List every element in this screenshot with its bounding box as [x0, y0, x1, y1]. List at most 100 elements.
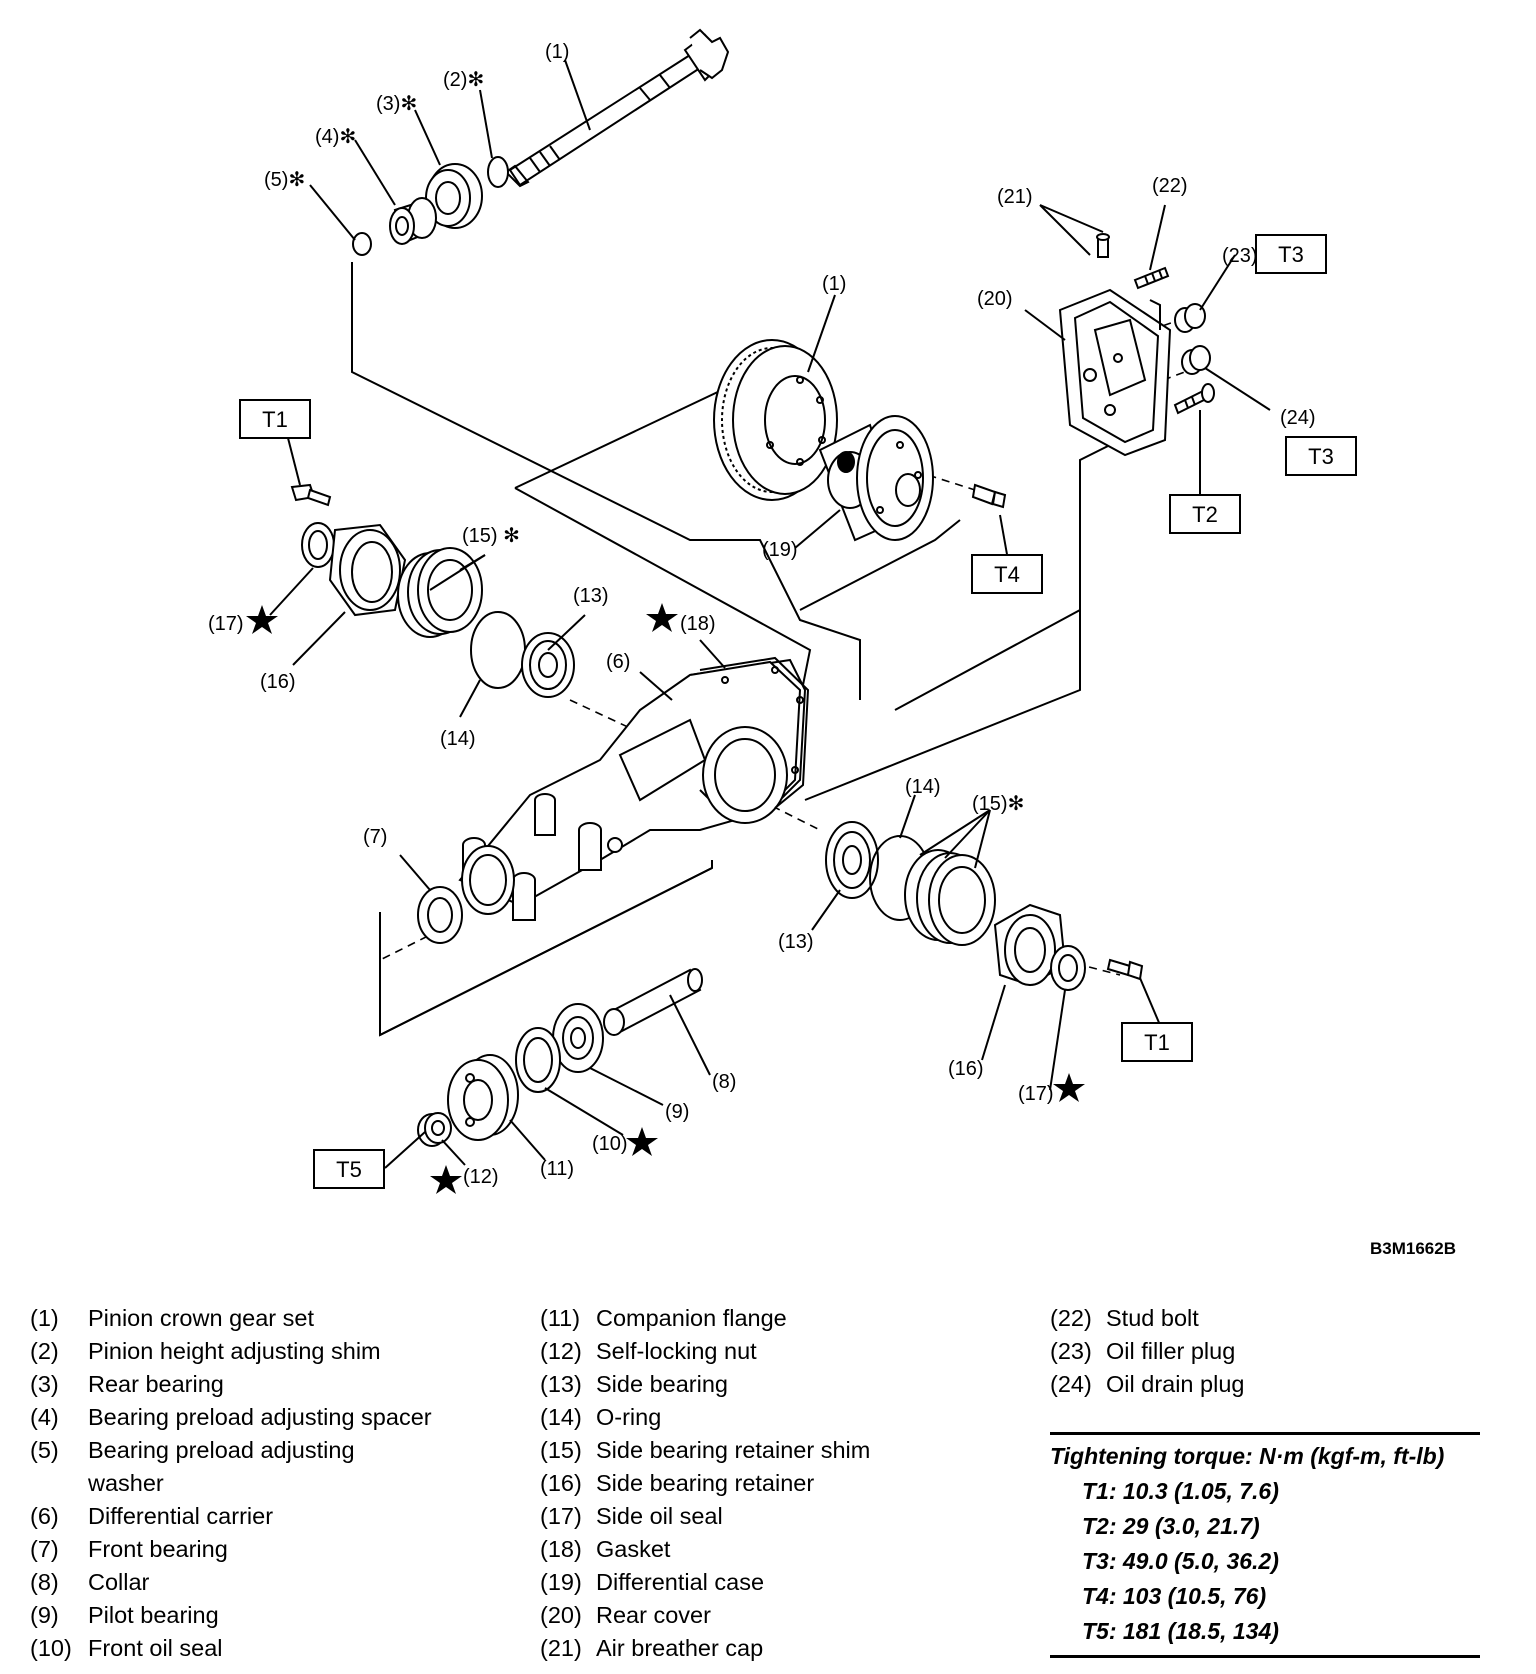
legend-item: (14)O-ring: [540, 1401, 870, 1434]
t2-bolt: [1173, 383, 1215, 415]
torque-box-t3-bottom: [1285, 436, 1357, 476]
legend-item: (23) Oil filler plug: [1050, 1335, 1244, 1368]
callout-22: (22): [1152, 175, 1188, 197]
side-bearing-right: [825, 821, 879, 899]
legend-item-text: Differential carrier: [88, 1503, 274, 1529]
retainer-shims-right: [904, 849, 996, 946]
legend-item-number: (4): [30, 1404, 59, 1430]
legend-item-number: (12): [540, 1338, 582, 1364]
legend-item: (19) Differential case: [540, 1566, 870, 1599]
callout-17-left: (17): [208, 613, 244, 635]
legend-item-text: Gasket: [596, 1536, 671, 1562]
legend-item-text: Front bearing: [88, 1536, 228, 1562]
torque-heading: Tightening torque: N·m (kgf-m, ft-lb): [1050, 1443, 1445, 1469]
legend-item: (15)Side bearing retainer shim: [540, 1434, 870, 1467]
legend-column-2: (11)Companion flange(12)Self-locking nut…: [540, 1302, 870, 1665]
legend-item-text: Collar: [88, 1569, 150, 1595]
torque-label-t2: T2: [1192, 502, 1218, 527]
retainer-shims-left: [397, 547, 483, 638]
gasket: [699, 656, 810, 809]
legend-item-text: Side bearing retainer shim: [596, 1437, 871, 1463]
callout-8: (8): [712, 1071, 736, 1093]
torque-label-t3-top: T3: [1278, 242, 1304, 267]
star-icon: [626, 1127, 658, 1156]
legend-item-text: Oil drain plug: [1106, 1371, 1245, 1397]
callout-5: (5)✻: [264, 169, 305, 191]
callout-17-right: (17): [1018, 1083, 1054, 1105]
legend-item-text: Rear cover: [596, 1602, 711, 1628]
legend-column-3: (22)Stud bolt(23)Oil filler plug(24)Oil …: [1050, 1302, 1244, 1401]
torque-label-t1-right: T1: [1144, 1030, 1170, 1055]
front-bearing: [417, 886, 463, 944]
legend-item-text: Companion flange: [596, 1305, 787, 1331]
star-icon: [246, 605, 278, 634]
torque-label-t5: T5: [336, 1157, 362, 1182]
legend-item: (12)Self-locking nut: [540, 1335, 870, 1368]
legend-item: (5)Bearing preload adjusting: [30, 1434, 432, 1467]
self-locking-nut: [417, 1112, 452, 1147]
torque-box-t1-right: [1121, 1022, 1193, 1062]
side-oil-seal-right: [1050, 945, 1086, 991]
torque-label-t4: T4: [994, 562, 1020, 587]
figure-code: B3M1662B: [1370, 1239, 1456, 1258]
legend-item: (13) Side bearing: [540, 1368, 870, 1401]
differential-case: [818, 415, 934, 542]
callout-13-top: (13): [573, 585, 609, 607]
legend-item-text: Side bearing: [596, 1371, 728, 1397]
callout-10: (10): [592, 1133, 628, 1155]
legend-item: (3)Rear bearing: [30, 1368, 432, 1401]
legend-item: (20)Rear cover: [540, 1599, 870, 1632]
legend-item-text: Air breather cap: [596, 1635, 764, 1661]
o-ring-left: [470, 611, 526, 689]
legend-item-number: (23): [1050, 1338, 1092, 1364]
assembly-lines: [351, 262, 1121, 1037]
legend-item-number: (16): [540, 1470, 582, 1496]
legend-item-text: Bearing preload adjusting: [88, 1437, 355, 1463]
rear-cover: [1058, 288, 1172, 457]
torque-value: T3: 49.0 (5.0, 36.2): [1082, 1548, 1279, 1574]
legend-item-number: (14): [540, 1404, 582, 1430]
air-breather-cap: [1096, 233, 1110, 258]
callout-16-right: (16): [948, 1058, 984, 1080]
legend-item-text: Oil filler plug: [1106, 1338, 1236, 1364]
legend-item: (4)Bearing preload adjusting spacer: [30, 1401, 432, 1434]
legend-item: (17) Side oil seal: [540, 1500, 870, 1533]
legend-item-number: (7): [30, 1536, 59, 1562]
preload-washer: [352, 232, 372, 256]
callout-12: (12): [463, 1166, 499, 1188]
legend-item-number: (8): [30, 1569, 59, 1595]
callout-16-left: (16): [260, 671, 296, 693]
legend-item-number: (3): [30, 1371, 59, 1397]
legend-item-text: Side oil seal: [596, 1503, 723, 1529]
torque-value: T2: 29 (3.0, 21.7): [1082, 1513, 1260, 1539]
legend-item: (18) Gasket: [540, 1533, 870, 1566]
t4-bolt: [971, 483, 1007, 509]
legend-item-number: (18): [540, 1536, 582, 1562]
legend-item-number: (13): [540, 1371, 582, 1397]
legend-column-1: (1)Pinion crown gear set(2)Pinion height…: [30, 1302, 432, 1665]
legend-item-number: (10): [30, 1635, 72, 1661]
star-icon: [430, 1165, 462, 1194]
star-icon: [646, 603, 678, 632]
callout-6: (6): [606, 651, 630, 673]
legend-item: (6)Differential carrier: [30, 1500, 432, 1533]
legend-item-text: Differential case: [596, 1569, 765, 1595]
torque-value: T5: 181 (18.5, 134): [1082, 1618, 1279, 1644]
callout-24: (24): [1280, 407, 1316, 429]
callout-21: (21): [997, 186, 1033, 208]
torque-box-t2: [1169, 494, 1241, 534]
callout-15-right: (15)✻: [972, 793, 1024, 815]
legend-item: (1)Pinion crown gear set: [30, 1302, 432, 1335]
front-oil-seal: [515, 1027, 561, 1093]
legend-item-number: (17): [540, 1503, 582, 1529]
pinion-height-shim: [487, 156, 509, 188]
companion-flange: [447, 1054, 519, 1141]
callout-14-left: (14): [440, 728, 476, 750]
legend-item: (7) Front bearing: [30, 1533, 432, 1566]
legend-item-number: (21): [540, 1635, 582, 1661]
legend-item-number: (19): [540, 1569, 582, 1595]
torque-label-t1-left: T1: [262, 407, 288, 432]
legend-item: (22)Stud bolt: [1050, 1302, 1244, 1335]
stud-bolt: [1133, 266, 1170, 290]
torque-label-t3-bottom: T3: [1308, 444, 1334, 469]
